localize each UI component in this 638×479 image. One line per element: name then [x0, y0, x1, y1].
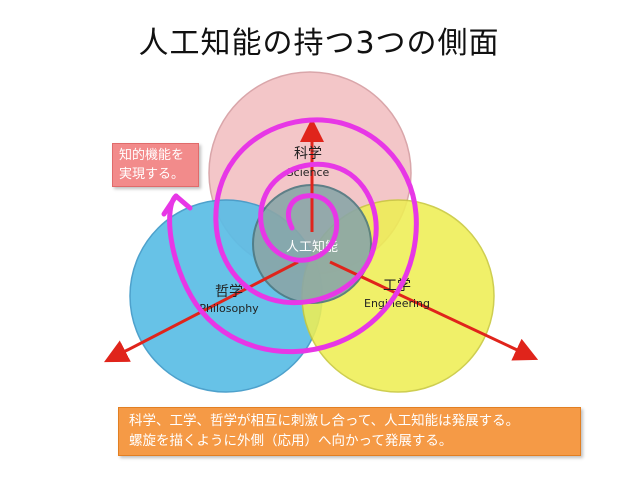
science-label-ja: 科学: [294, 146, 322, 162]
arrow-left-down: [104, 260, 299, 363]
function-note-line2: 実現する。: [119, 167, 185, 182]
function-note-line1: 知的機能を: [119, 148, 185, 163]
spiral-arrowhead: [161, 193, 193, 217]
function-note: 知的機能を 実現する。: [112, 143, 199, 187]
development-note-line2: 螺旋を描くように外側（応用）へ向かって発展する。: [129, 433, 453, 449]
page-title: 人工知能の持つ3つの側面: [138, 26, 500, 61]
spiral-path: [167, 117, 419, 355]
engineering-label-en: Engineering: [364, 297, 430, 310]
arrow-right-down: [329, 260, 539, 361]
philosophy-label-ja: 哲学: [215, 284, 243, 300]
development-note-line1: 科学、工学、哲学が相互に刺激し合って、人工知能は発展する。: [129, 413, 520, 429]
philosophy-label-en: Philosophy: [199, 302, 259, 315]
development-note: 科学、工学、哲学が相互に刺激し合って、人工知能は発展する。 螺旋を描くように外側…: [118, 407, 581, 456]
